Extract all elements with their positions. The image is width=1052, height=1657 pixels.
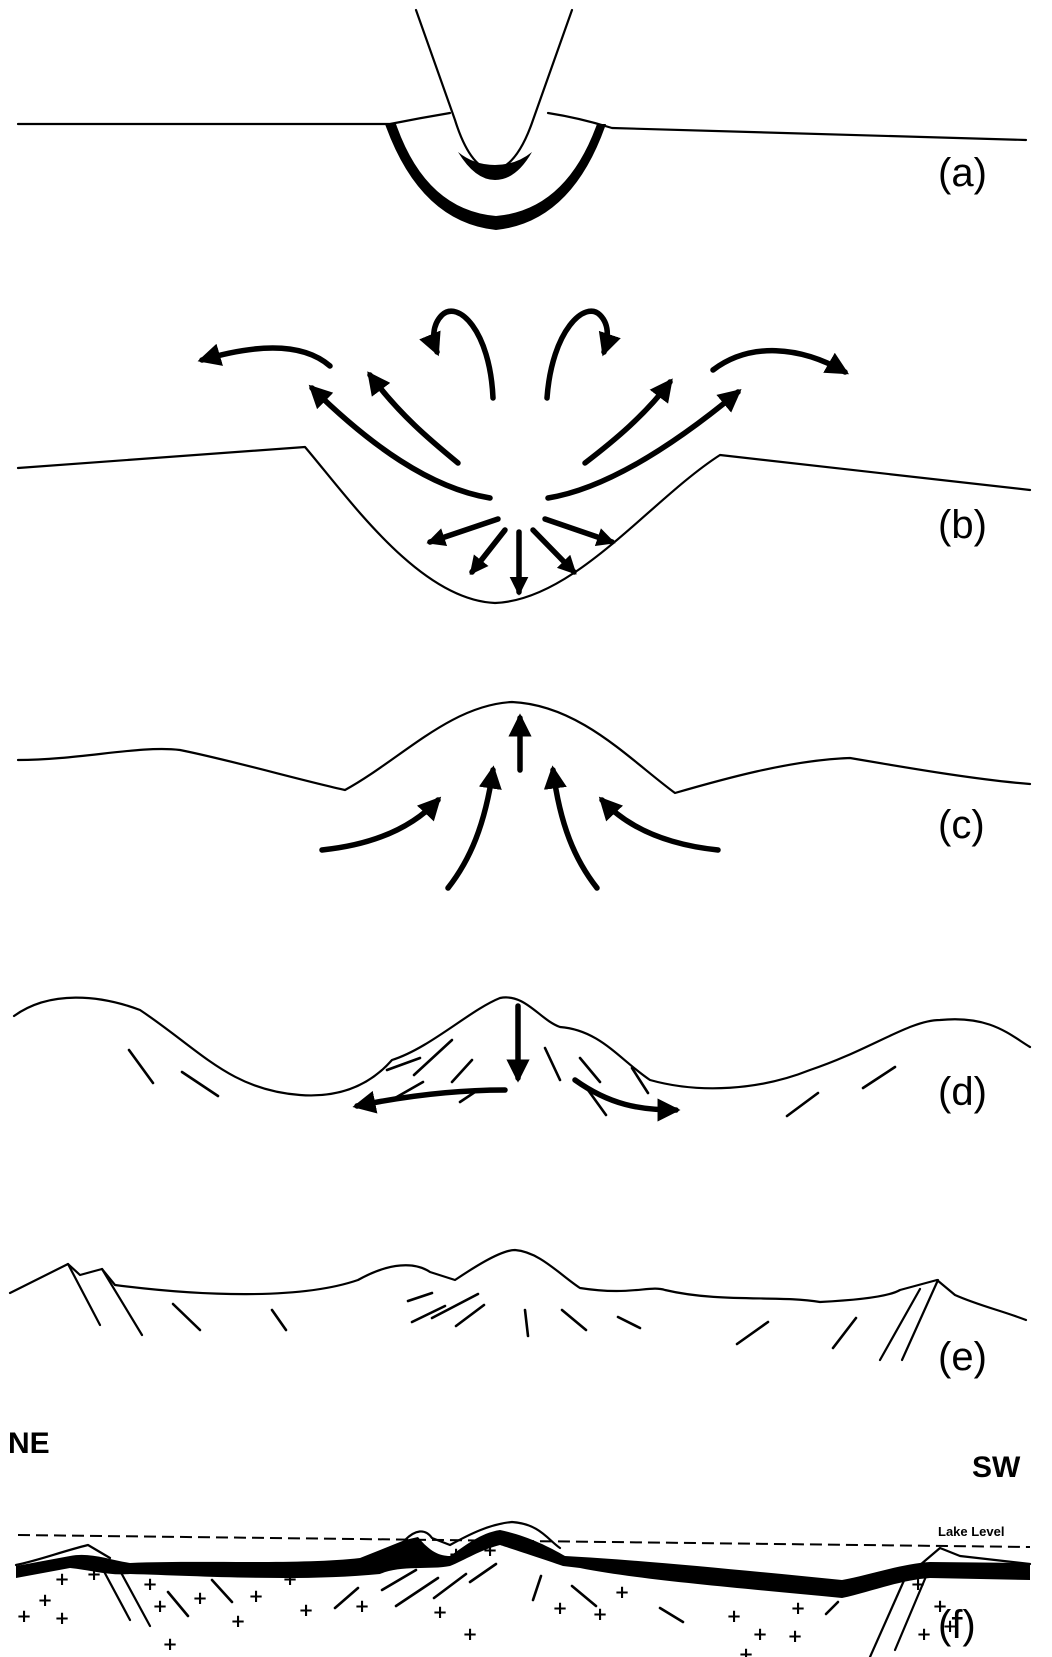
svg-text:+: + xyxy=(192,1588,207,1609)
flow-arrow xyxy=(547,311,607,398)
svg-text:+: + xyxy=(916,1624,931,1645)
flow-arrow xyxy=(533,530,574,572)
panel-label-d: (d) xyxy=(938,1070,987,1114)
svg-text:+: + xyxy=(482,1540,497,1561)
svg-text:+: + xyxy=(552,1598,567,1619)
svg-text:+: + xyxy=(230,1611,245,1632)
panel-e: (e) xyxy=(10,1250,1026,1379)
svg-text:+: + xyxy=(16,1606,31,1627)
flow-arrow xyxy=(602,800,718,850)
fault-ticks xyxy=(129,1040,895,1116)
svg-text:+: + xyxy=(592,1604,607,1625)
svg-text:+: + xyxy=(752,1624,767,1645)
svg-text:+: + xyxy=(162,1634,177,1655)
svg-text:+: + xyxy=(54,1569,69,1590)
crater-profile xyxy=(10,1250,1026,1320)
crater-profile xyxy=(18,447,1030,603)
svg-text:+: + xyxy=(37,1590,52,1611)
svg-text:+: + xyxy=(910,1574,925,1595)
panel-label-e: (e) xyxy=(938,1335,987,1379)
svg-text:+: + xyxy=(614,1582,629,1603)
flow-arrow xyxy=(357,1090,505,1106)
flow-arrow xyxy=(322,800,438,850)
svg-text:+: + xyxy=(354,1596,369,1617)
svg-text:+: + xyxy=(248,1586,263,1607)
svg-text:+: + xyxy=(432,1602,447,1623)
flow-arrow xyxy=(545,519,612,542)
flow-arrow xyxy=(548,392,738,498)
flow-arrow xyxy=(312,388,490,498)
panel-label-f: (f) xyxy=(938,1603,976,1647)
svg-text:+: + xyxy=(790,1598,805,1619)
flow-arrow xyxy=(430,519,498,542)
svg-text:+: + xyxy=(298,1600,313,1621)
fault-line xyxy=(902,1280,938,1360)
flow-arrow xyxy=(434,311,493,398)
panel-label-b: (b) xyxy=(938,503,987,547)
crater-profile xyxy=(18,702,1030,793)
svg-text:+: + xyxy=(152,1596,167,1617)
svg-text:+: + xyxy=(592,1554,607,1575)
svg-text:+: + xyxy=(787,1626,802,1647)
flow-arrow xyxy=(713,351,845,372)
svg-text:+: + xyxy=(142,1574,157,1595)
panel-f: NE SW Lake Level +++ +++ +++ +++ + xyxy=(8,1427,1030,1657)
crater-profile xyxy=(14,997,1030,1095)
crater-floor-sediment xyxy=(16,1530,1030,1598)
svg-text:+: + xyxy=(86,1564,101,1585)
svg-text:+: + xyxy=(282,1569,297,1590)
flow-arrow xyxy=(553,770,597,888)
svg-text:+: + xyxy=(726,1606,741,1627)
bedrock-crosses: +++ +++ +++ +++ +++ +++ +++ +++ +++ +++ … xyxy=(16,1540,957,1657)
ground-surface xyxy=(548,113,1026,140)
panel-c: (c) xyxy=(18,702,1030,888)
panel-d: (d) xyxy=(14,997,1030,1116)
ground-surface xyxy=(18,113,450,124)
fault-line xyxy=(102,1269,142,1335)
direction-label-ne: NE xyxy=(8,1427,50,1460)
svg-text:+: + xyxy=(54,1608,69,1629)
shock-wave-inner xyxy=(458,152,532,180)
panel-label-c: (c) xyxy=(938,803,985,847)
lake-level-label: Lake Level xyxy=(938,1524,1005,1539)
direction-label-sw: SW xyxy=(972,1451,1021,1484)
panel-a: (a) xyxy=(18,10,1026,230)
projectile xyxy=(416,10,572,171)
svg-text:+: + xyxy=(448,1544,463,1565)
panel-b: (b) xyxy=(18,311,1030,603)
fault-line xyxy=(880,1289,920,1360)
flow-arrow xyxy=(448,770,493,888)
svg-text:+: + xyxy=(634,1560,649,1581)
flow-arrow xyxy=(202,348,330,366)
svg-text:+: + xyxy=(738,1644,753,1657)
svg-text:+: + xyxy=(462,1624,477,1645)
flow-arrow xyxy=(472,530,505,572)
fault-ticks xyxy=(173,1293,856,1348)
panel-label-a: (a) xyxy=(938,151,987,195)
